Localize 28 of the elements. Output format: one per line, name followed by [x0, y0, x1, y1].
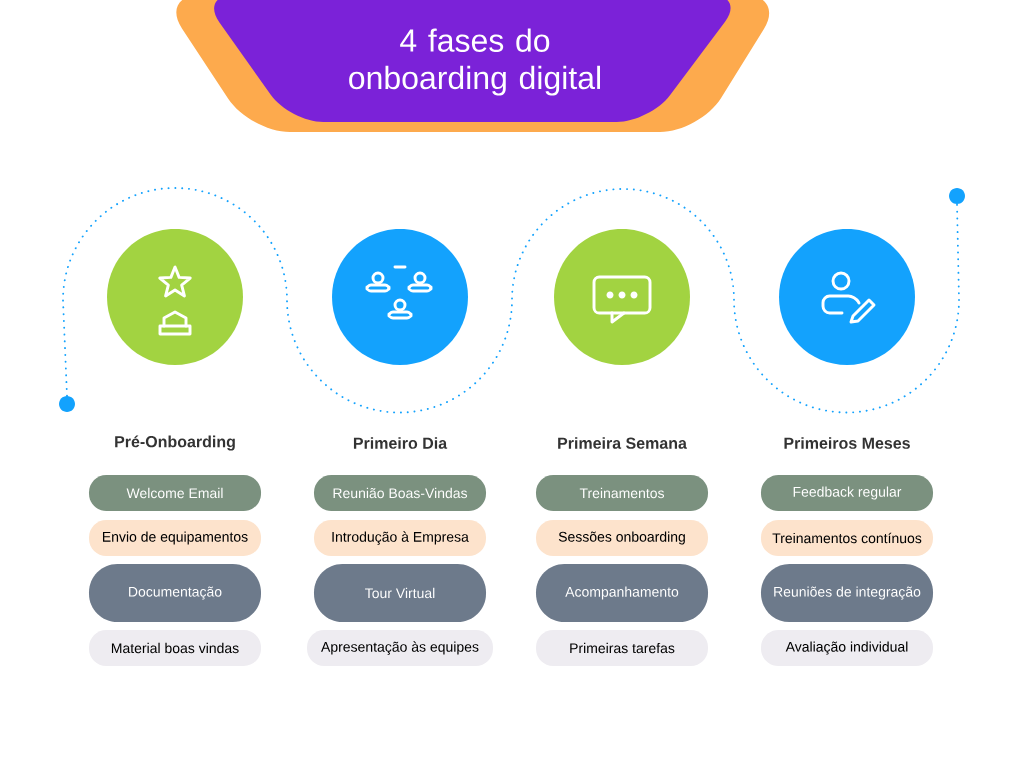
pill-label: Avaliação individual [761, 630, 933, 666]
pill-label: Documentação [89, 564, 261, 622]
pill-label: Apresentação às equipes [307, 630, 493, 666]
phase-circle [554, 229, 690, 365]
phase-heading: Primeiros Meses [784, 437, 910, 449]
pill-label: Reunião Boas-Vindas [314, 475, 486, 511]
pill-label: Treinamentos contínuos [761, 520, 933, 556]
pill-label: Primeiras tarefas [536, 630, 708, 666]
phase-heading: Primeira Semana [558, 437, 687, 449]
pill-label: Feedback regular [761, 475, 933, 511]
pill-label: Treinamentos [536, 475, 708, 511]
pill-label: Welcome Email [89, 475, 261, 511]
dot [949, 188, 965, 204]
pill-label: Acompanhamento [536, 564, 708, 622]
pill-label: Envio de equipamentos [89, 520, 261, 556]
phase-heading: Primeiro Dia [353, 437, 448, 449]
pill-label: Reuniões de integração [761, 564, 933, 622]
dotted-path [62, 187, 960, 414]
dot [59, 396, 75, 412]
title: 4 fases do onboarding digital [349, 28, 600, 96]
pill-label: Material boas vindas [89, 630, 261, 666]
phase-circle [332, 229, 468, 365]
phase-circle [107, 229, 243, 365]
pill-label: Sessões onboarding [536, 520, 708, 556]
phase-heading: Pré-Onboarding [115, 435, 235, 451]
phase-circle [779, 229, 915, 365]
pill-label: Introdução à Empresa [314, 520, 486, 556]
pill-label: Tour Virtual [314, 564, 486, 622]
